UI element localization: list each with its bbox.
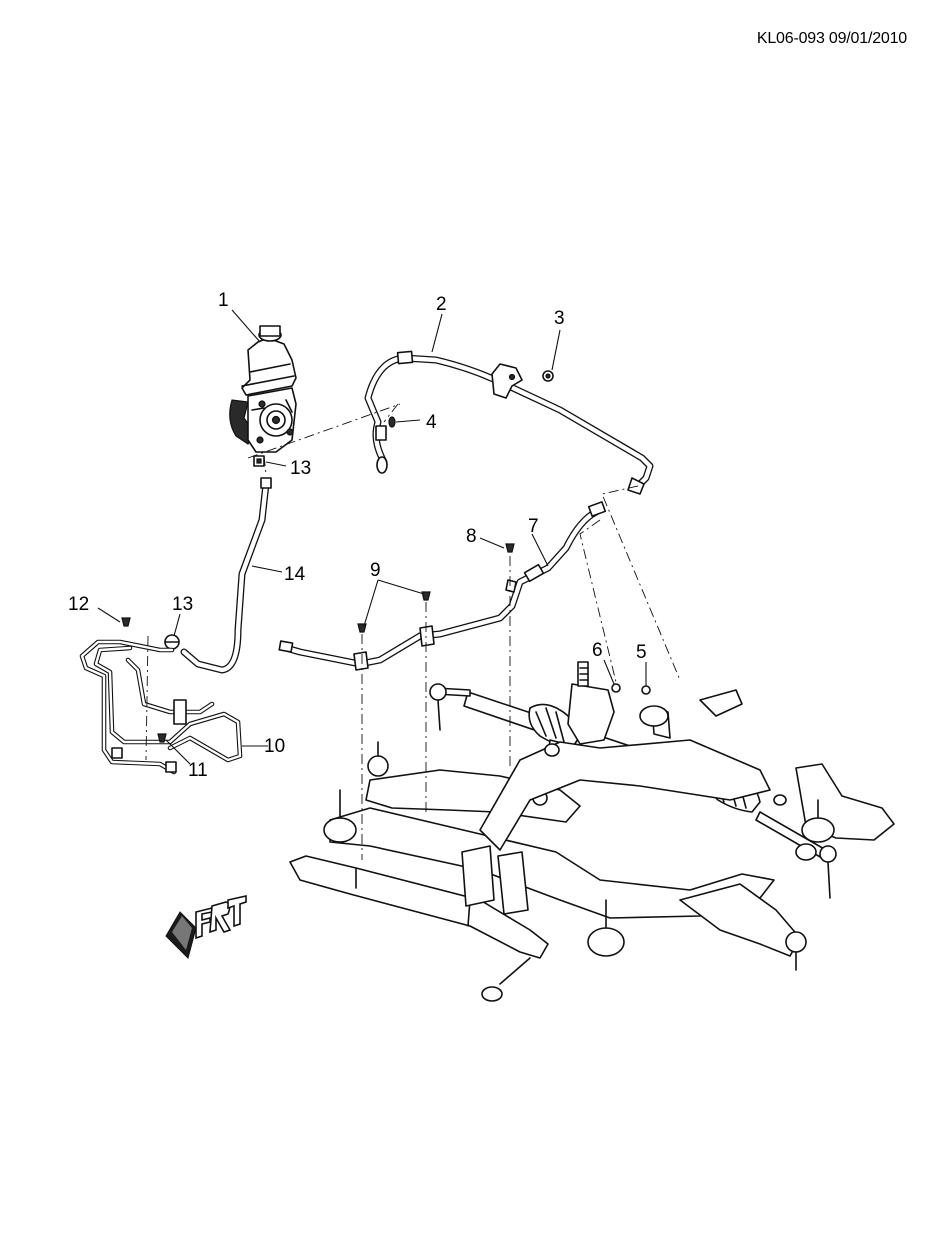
callout-7: 7 [528, 516, 539, 537]
callout-12: 12 [68, 594, 89, 615]
seal-5[interactable] [641, 685, 651, 695]
callout-8: 8 [466, 526, 477, 547]
callout-11: 11 [188, 760, 208, 781]
front-suspension-crossmember [289, 689, 895, 1002]
callout-14: 14 [284, 564, 306, 585]
seal-6[interactable] [611, 683, 621, 693]
reservoir-hose[interactable] [180, 477, 272, 674]
hose-clamp-lower[interactable] [164, 634, 180, 650]
callout-13-upper: 13 [290, 458, 311, 479]
callout-5: 5 [636, 642, 647, 663]
callout-13-lower: 13 [172, 594, 193, 615]
callout-1: 1 [218, 290, 229, 311]
cooler-pipe-assembly[interactable] [79, 639, 243, 775]
callout-3: 3 [554, 308, 565, 329]
power-steering-pump-with-reservoir[interactable] [229, 325, 297, 453]
callout-9: 9 [370, 560, 381, 581]
callout-6: 6 [592, 640, 603, 661]
callout-10: 10 [264, 736, 285, 757]
seal-upper[interactable] [388, 416, 396, 428]
nut[interactable] [542, 370, 554, 382]
document-code: KL06-093 09/01/2010 [756, 30, 907, 47]
alignment-lines [145, 403, 681, 860]
screw-11[interactable] [157, 733, 167, 743]
leader-lines [97, 309, 647, 765]
return-hose[interactable] [278, 501, 607, 671]
screw-12[interactable] [121, 617, 131, 627]
hose-clamp-upper[interactable] [253, 455, 265, 467]
pressure-hose-upper[interactable] [364, 350, 654, 495]
front-arrow-icon [165, 895, 247, 959]
callouts: 1 2 3 4 5 6 7 8 9 10 11 12 13 13 14 [68, 290, 647, 781]
callout-4: 4 [426, 412, 437, 433]
bolt-upper[interactable] [505, 543, 515, 553]
callout-2: 2 [436, 294, 447, 315]
